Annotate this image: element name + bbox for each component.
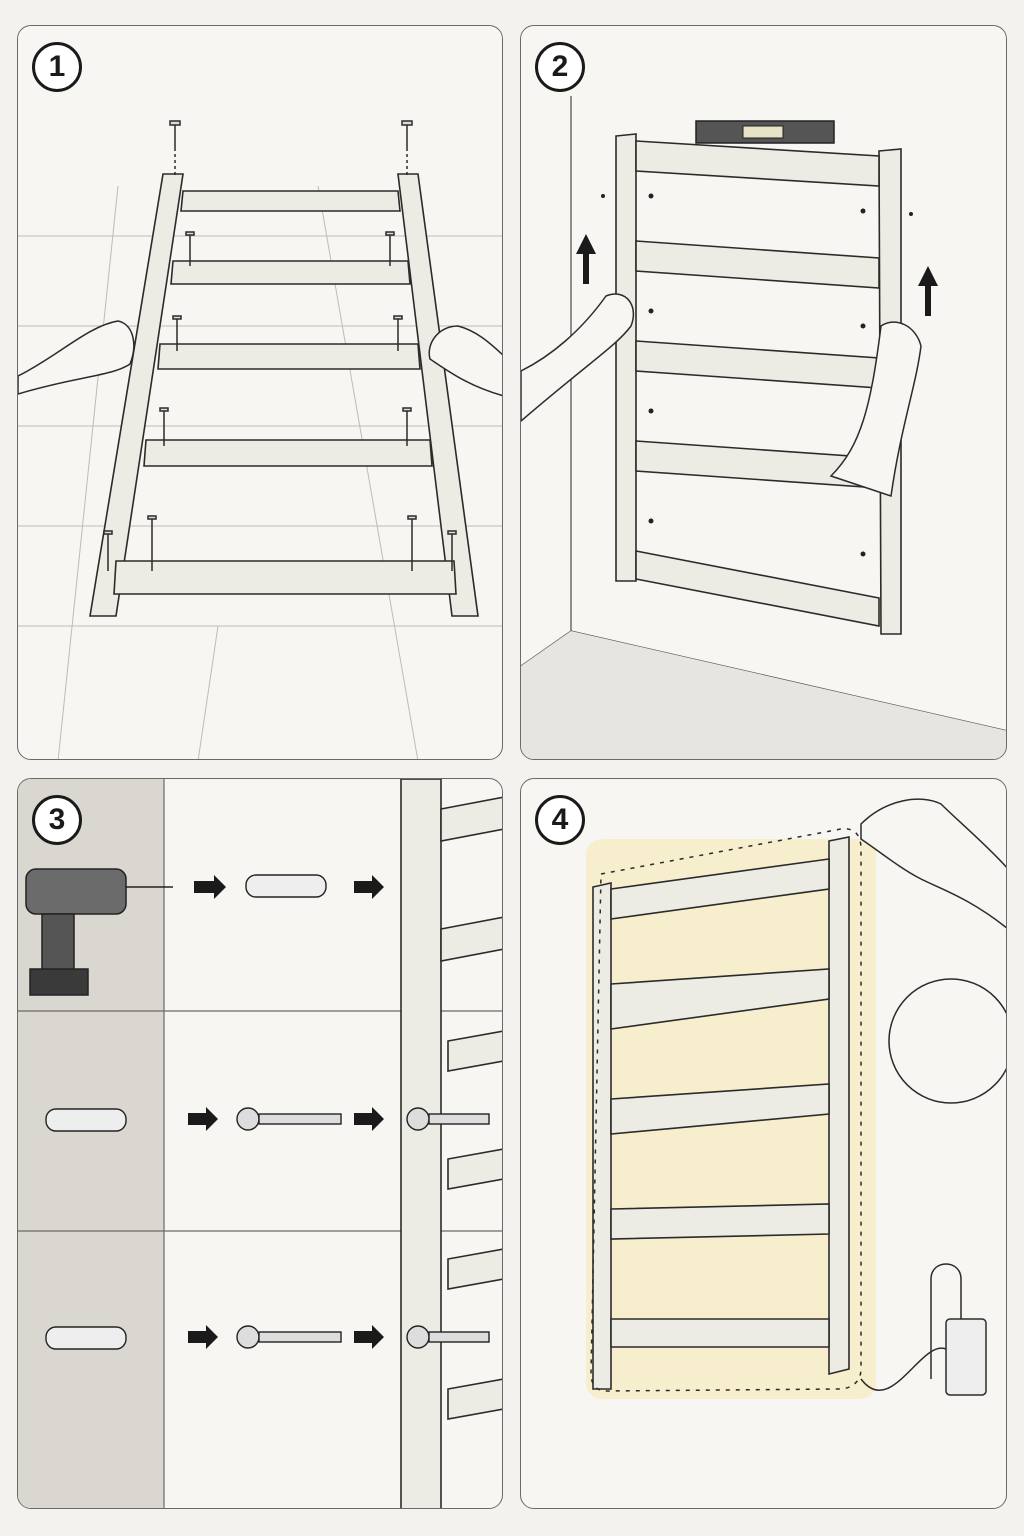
screw-icon <box>407 515 417 571</box>
rung-3 <box>610 1083 830 1135</box>
floor <box>521 631 1006 759</box>
spirit-level-icon <box>695 120 835 144</box>
strip-detail-inset <box>888 978 1006 1104</box>
adapter-cable <box>860 1347 947 1391</box>
screw-icon <box>406 1107 490 1131</box>
step-2-panel: 2 <box>520 25 1007 760</box>
right-rail <box>828 836 850 1376</box>
wall-anchor-icon <box>45 1326 127 1350</box>
room-corner <box>521 96 1006 732</box>
rung-4 <box>610 1203 830 1240</box>
screw-icon <box>236 1107 342 1131</box>
step-number-badge: 3 <box>32 795 82 845</box>
rung-2 <box>635 240 880 289</box>
right-rail <box>397 173 479 617</box>
right-arrow-icon <box>188 1325 218 1349</box>
rung-2 <box>170 260 411 285</box>
screw-icon <box>169 120 181 176</box>
rung-2 <box>610 968 830 1030</box>
screw-icons <box>103 120 457 571</box>
step-1-panel: 1 <box>17 25 503 760</box>
hand-icon <box>428 325 502 397</box>
adapter-cable <box>930 1263 962 1379</box>
left-rail <box>615 133 637 582</box>
rung-top <box>635 140 880 187</box>
ladder-frame <box>615 133 902 635</box>
led-strip-illustration <box>586 798 1006 1399</box>
rung-bottom <box>113 560 457 595</box>
rung-top <box>180 190 401 212</box>
wall-anchor-icon <box>245 874 327 898</box>
power-adapter-icon <box>945 1318 987 1396</box>
step-number-badge: 1 <box>32 42 82 92</box>
led-strip-icon <box>590 828 862 1392</box>
step-number-badge: 2 <box>535 42 585 92</box>
rung-bottom <box>635 550 880 627</box>
rung-top <box>610 858 830 920</box>
wall-fixing-illustration <box>18 779 502 1508</box>
left-rail <box>592 882 612 1390</box>
ladder-frame <box>89 173 479 617</box>
up-arrow-icon <box>576 234 596 284</box>
mount-frame-illustration <box>521 96 1006 759</box>
right-arrow-icon <box>354 1107 384 1131</box>
up-arrow-icons <box>576 234 938 316</box>
up-arrow-icon <box>918 266 938 316</box>
screw-icon <box>185 231 195 266</box>
step-4-panel: 4 <box>520 778 1007 1509</box>
screw-icon <box>447 530 457 571</box>
screw-icon <box>159 407 169 446</box>
screw-icon <box>147 515 157 571</box>
step-3-panel: 3 <box>17 778 503 1509</box>
left-rail <box>89 173 184 617</box>
drill-icon <box>25 868 173 996</box>
rung-3 <box>157 343 421 370</box>
rung-3 <box>635 340 880 389</box>
assemble-frame-illustration <box>18 120 502 759</box>
hands <box>18 320 502 397</box>
hand-icon <box>829 321 922 497</box>
screw-icon <box>406 1325 490 1349</box>
frame-rail-section <box>400 779 502 1508</box>
screw-icon <box>402 407 412 446</box>
ladder-frame <box>592 836 850 1390</box>
right-arrow-icon <box>188 1107 218 1131</box>
screw-icon <box>385 231 395 266</box>
wall-anchor-icon <box>45 1108 127 1132</box>
right-arrow-icon <box>194 875 226 899</box>
hand-icon <box>521 293 635 422</box>
step-number-badge: 4 <box>535 795 585 845</box>
hand-icon <box>860 798 1006 929</box>
screw-icon <box>393 315 403 351</box>
wall-drill-marks <box>601 193 913 557</box>
screw-icon <box>401 120 413 176</box>
right-arrow-icon <box>354 875 384 899</box>
screw-icon <box>103 530 113 571</box>
screw-icon <box>172 315 182 351</box>
hands <box>521 293 922 497</box>
right-arrow-icon <box>354 1325 384 1349</box>
screw-icon <box>236 1325 342 1349</box>
rung-4 <box>143 439 433 467</box>
rung-bottom <box>610 1318 830 1348</box>
hand-icon <box>18 320 135 395</box>
